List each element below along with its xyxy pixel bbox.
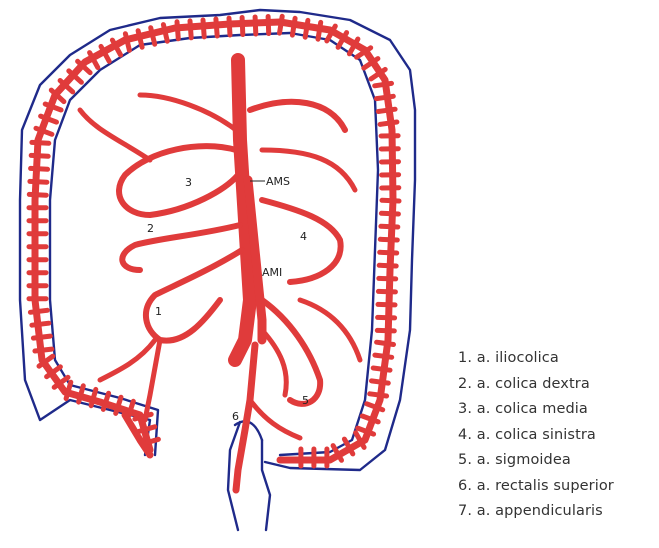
vasa-rectum: [31, 168, 48, 169]
vasa-rectum: [378, 317, 395, 318]
legend-item: 5. a. sigmoidea: [458, 448, 614, 474]
vasa-rectum: [203, 20, 204, 37]
label-5: 5: [302, 394, 309, 407]
vasa-rectum: [381, 226, 398, 227]
label-ams: AMS: [266, 175, 290, 188]
vasa-rectum: [379, 265, 396, 266]
label-ami: AMI: [262, 266, 282, 279]
label-3: 3: [185, 176, 192, 189]
vasa-rectum: [32, 142, 49, 143]
label-1: 1: [155, 305, 162, 318]
main-arteries: [80, 60, 360, 490]
label-2: 2: [147, 222, 154, 235]
vasa-rectum: [35, 349, 52, 351]
vasa-rectum: [31, 155, 48, 156]
vasa-rectum: [29, 194, 46, 195]
colon-outline: [20, 10, 415, 530]
vasa-rectum: [30, 181, 47, 182]
vasa-rectum: [382, 200, 399, 201]
vasa-rectum: [375, 83, 392, 85]
vasa-rectum: [305, 20, 308, 37]
vasa-rectum: [177, 22, 178, 39]
vasa-rectum: [377, 330, 394, 331]
vasa-rectum: [380, 239, 397, 240]
label-6: 6: [232, 410, 239, 423]
vasa-rectum: [378, 109, 395, 111]
vasa-rectum: [216, 19, 217, 36]
vasa-rectum: [381, 213, 398, 214]
vasa-rectum: [375, 355, 392, 357]
vasa-rectum: [373, 368, 390, 370]
vasa-rectum: [379, 278, 396, 279]
legend-item: 4. a. colica sinistra: [458, 423, 614, 449]
vasa-rectum: [377, 96, 394, 98]
legend-item: 2. a. colica dextra: [458, 372, 614, 398]
vasa-rectum: [280, 16, 283, 33]
label-4: 4: [300, 230, 307, 243]
vasa-rectum: [292, 18, 295, 35]
legend-item: 1. a. iliocolica: [458, 346, 614, 372]
vasa-rectum: [33, 336, 50, 338]
vasa-rectum: [229, 18, 230, 35]
vasa-rectum: [268, 17, 269, 34]
legend-item: 3. a. colica media: [458, 397, 614, 423]
legend: 1. a. iliocolica 2. a. colica dextra 3. …: [458, 346, 614, 525]
vasa-rectum: [190, 21, 191, 38]
vasa-rectum: [255, 17, 256, 34]
legend-item: 7. a. appendicularis: [458, 499, 614, 525]
vasa-rectum: [380, 122, 397, 124]
vasa-rectum: [378, 291, 395, 292]
vasa-rectum: [370, 394, 387, 396]
vasa-rectum: [372, 381, 389, 383]
vasa-rectum: [318, 22, 321, 39]
vasa-rectum: [377, 342, 394, 344]
vasa-rectum: [32, 323, 49, 325]
vasa-rectum: [30, 310, 47, 312]
vasa-rectum: [242, 18, 243, 35]
vasa-rectum: [380, 252, 397, 253]
vasa-rectum: [378, 304, 395, 305]
legend-item: 6. a. rectalis superior: [458, 474, 614, 500]
